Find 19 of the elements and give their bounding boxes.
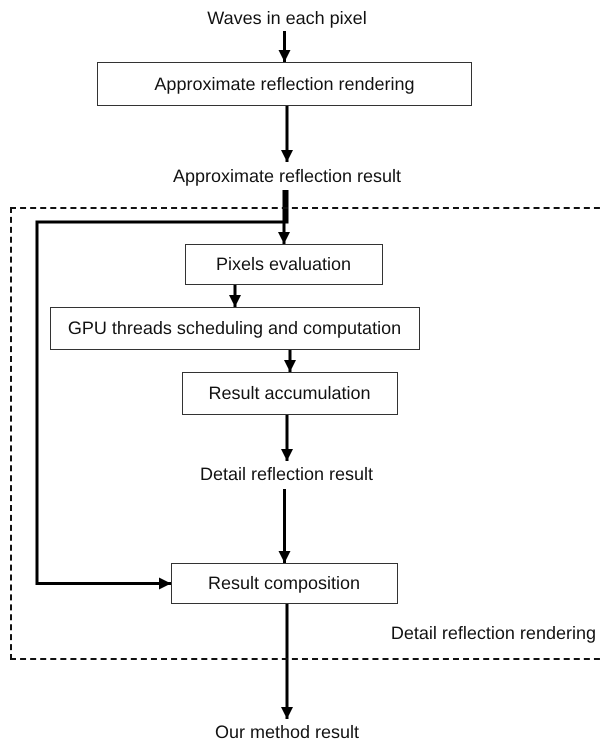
process-box: GPU threads scheduling and computation xyxy=(50,306,420,350)
arrow xyxy=(284,350,296,372)
flow-text: Approximate reflection result xyxy=(127,162,447,190)
arrow xyxy=(278,489,290,563)
flow-text: Detail reflection result xyxy=(156,460,416,488)
arrow xyxy=(281,604,293,719)
arrow xyxy=(229,285,241,307)
arrow xyxy=(281,106,293,162)
arrow xyxy=(281,415,293,461)
process-box: Result accumulation xyxy=(182,372,398,414)
arrow xyxy=(36,190,288,590)
flow-text: Our method result xyxy=(187,719,387,745)
arrow xyxy=(278,31,290,62)
region-label: Detail reflection rendering xyxy=(390,623,596,644)
process-box: Pixels evaluation xyxy=(184,244,382,284)
process-box: Result composition xyxy=(170,562,398,604)
arrow xyxy=(278,190,290,244)
process-box: Approximate reflection rendering xyxy=(97,62,472,106)
flow-text: Waves in each pixel xyxy=(187,5,387,31)
